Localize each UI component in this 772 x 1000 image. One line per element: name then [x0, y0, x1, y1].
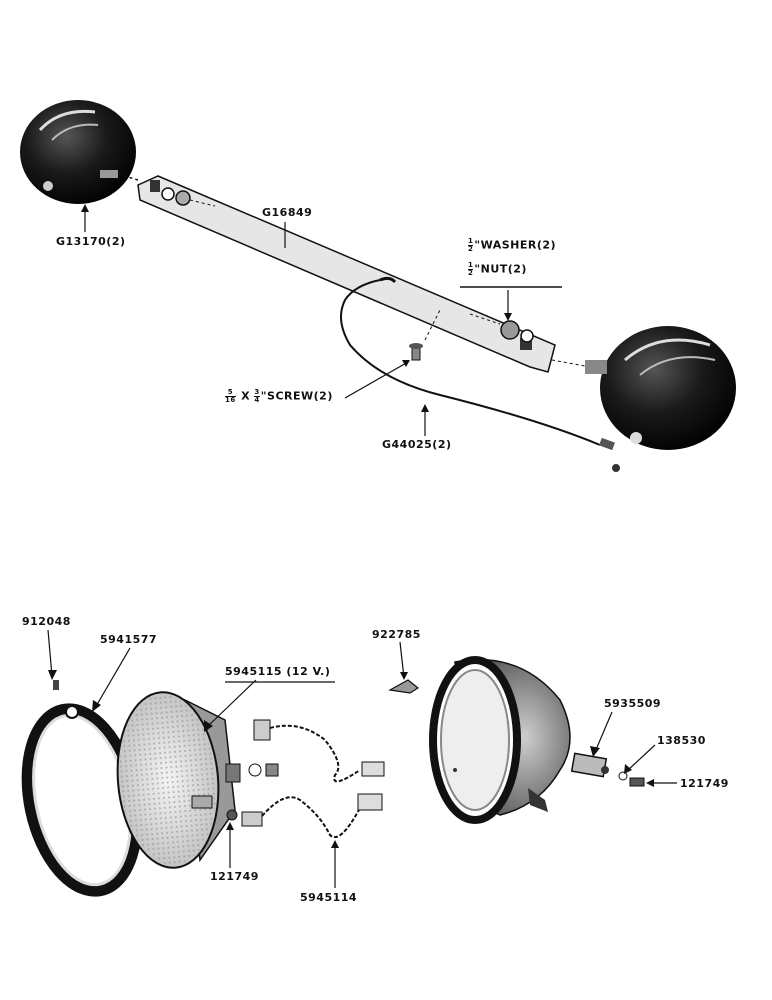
label-5941577: 5941577	[100, 633, 158, 646]
screw-part	[409, 309, 441, 361]
nut-left	[175, 190, 191, 206]
leader-138530	[627, 744, 656, 771]
cable	[340, 279, 601, 446]
label-912048: 912048	[22, 615, 71, 628]
washer-mid	[248, 763, 262, 777]
label-5945115: 5945115 (12 V.)	[225, 665, 331, 678]
washer-left	[161, 187, 175, 201]
screw-121749-right	[629, 777, 645, 787]
lamp-right	[551, 326, 736, 450]
label-5945114: 5945114	[300, 891, 358, 904]
clip-922785	[388, 679, 420, 694]
washer-right	[520, 329, 534, 343]
wire-harness-upper	[253, 719, 385, 783]
label-138530: 138530	[657, 734, 706, 747]
label-121749-right: 121749	[680, 777, 729, 790]
nut-right	[500, 320, 520, 340]
label-5935509: 5935509	[604, 697, 662, 710]
washer-138530	[618, 771, 628, 781]
label-922785: 922785	[372, 628, 421, 641]
wire-harness-lower	[241, 793, 383, 839]
sealed-beam	[116, 691, 241, 869]
leader-912048	[47, 629, 53, 677]
label-lamp-left: G13170(2)	[56, 235, 126, 248]
lamp-left	[20, 100, 139, 204]
screw-912048	[53, 680, 59, 690]
leader-5945115	[207, 679, 257, 727]
screw-121749-left	[226, 809, 238, 821]
nut-mid	[265, 763, 279, 777]
label-cable: G44025(2)	[382, 438, 452, 451]
label-121749-left: 121749	[210, 870, 259, 883]
lamp-shell	[429, 656, 571, 824]
leader-screw	[344, 361, 409, 399]
leader-5935509	[594, 711, 613, 753]
label-bar: G16849	[262, 206, 313, 219]
leader-5941577	[94, 647, 131, 709]
socket-5935509	[570, 752, 609, 778]
